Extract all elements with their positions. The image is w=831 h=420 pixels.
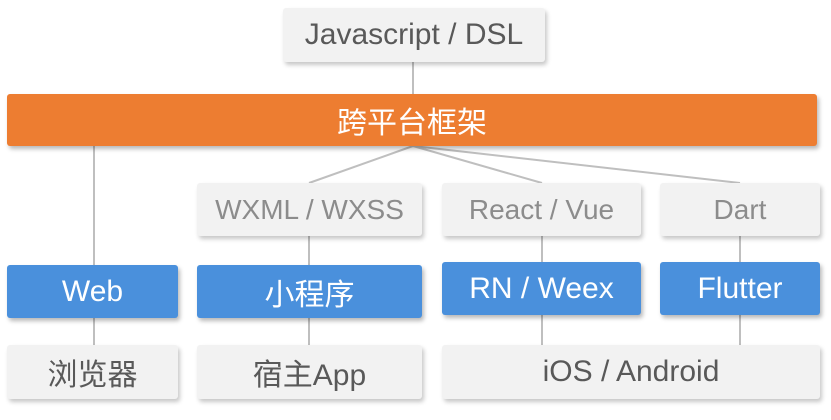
framework-label: 跨平台框架 xyxy=(337,107,487,140)
flutter-box: Flutter xyxy=(660,262,820,315)
browser-label: 浏览器 xyxy=(47,359,138,392)
react-vue-box: React / Vue xyxy=(442,183,641,236)
dart-box: Dart xyxy=(660,183,820,236)
framework-bar: 跨平台框架 xyxy=(7,94,817,146)
connector-framework-to-react xyxy=(412,145,543,184)
wxml-wxss-label: WXML / WXSS xyxy=(215,193,404,225)
ios-android-box: iOS / Android xyxy=(442,345,820,399)
language-label: Javascript / DSL xyxy=(304,18,524,51)
connector-framework-to-wxml xyxy=(308,145,414,184)
host-app-label: 宿主App xyxy=(252,359,367,392)
wxml-wxss-box: WXML / WXSS xyxy=(197,183,422,236)
ios-android-label: iOS / Android xyxy=(542,355,720,388)
miniprogram-label: 小程序 xyxy=(264,278,355,312)
rn-weex-label: RN / Weex xyxy=(469,271,614,305)
web-box: Web xyxy=(7,265,178,318)
flutter-label: Flutter xyxy=(697,271,783,305)
connector-framework-to-dart xyxy=(412,145,741,184)
host-app-box: 宿主App xyxy=(197,345,422,399)
react-vue-label: React / Vue xyxy=(468,193,615,225)
rn-weex-box: RN / Weex xyxy=(442,262,641,315)
web-label: Web xyxy=(61,274,124,308)
language-box: Javascript / DSL xyxy=(283,8,545,62)
browser-box: 浏览器 xyxy=(7,345,178,399)
miniprogram-box: 小程序 xyxy=(197,265,422,318)
dart-label: Dart xyxy=(713,193,767,225)
